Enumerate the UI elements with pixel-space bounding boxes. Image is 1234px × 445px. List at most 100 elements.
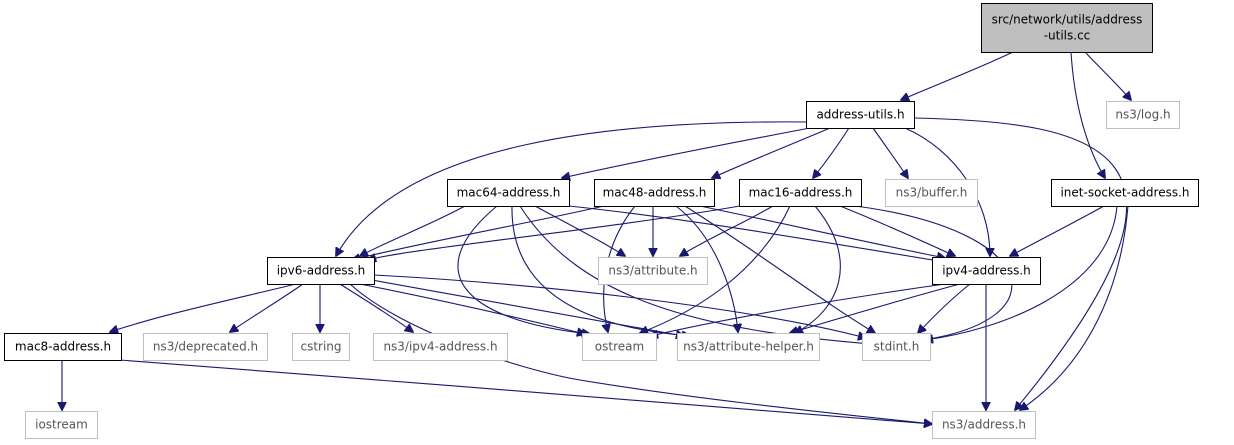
node-label-ostream: ostream [595, 340, 644, 354]
node-box-ns3-attribute-helper-h [677, 333, 820, 361]
node-ns3-attribute-h: ns3/attribute.h [598, 257, 708, 285]
node-label-stdint-h: stdint.h [874, 340, 920, 354]
node-ostream: ostream [582, 333, 657, 361]
edge-address-utils-h-to-ns3-address-h [913, 117, 1127, 410]
edge-mac48-address-h-to-ipv6-address-h [352, 205, 605, 260]
node-box-ns3-attribute-h [598, 257, 708, 285]
nodes-layer: src/network/utils/address -utils.cc addres… [4, 3, 1199, 439]
edge-address-utils-h-to-mac16-address-h [813, 127, 850, 178]
node-label-ns3-deprecated-h: ns3/deprecated.h [153, 340, 258, 354]
edge-mac48-address-h-to-stdint-h [684, 205, 875, 333]
node-box-mac8-address-h [4, 333, 122, 361]
node-root[interactable]: src/network/utils/address -utils.cc [981, 3, 1153, 53]
node-box-stdint-h [862, 333, 931, 361]
node-box-ns3-ipv4-address-h [373, 333, 508, 361]
edge-root-to-address-utils-h [901, 51, 1014, 100]
edge-ipv4-address-h-to-stdint-h [918, 283, 971, 333]
edge-mac8-address-h-to-ns3-address-h [119, 359, 932, 424]
node-label-inet-socket-address-h: inet-socket-address.h [1060, 186, 1189, 200]
node-box-ipv4-address-h [932, 257, 1041, 285]
node-box-iostream [25, 411, 98, 439]
node-label-root-line-1: src/network/utils/address [992, 13, 1143, 27]
node-box-inet-socket-address-h [1051, 179, 1199, 207]
node-label-mac16-address-h: mac16-address.h [749, 186, 853, 200]
node-cstring: cstring [292, 333, 350, 361]
edge-ipv6-address-h-to-mac8-address-h [110, 283, 297, 332]
edge-mac16-address-h-to-ostream [640, 205, 791, 333]
node-inet-socket-address-h[interactable]: inet-socket-address.h [1051, 179, 1199, 207]
node-label-mac8-address-h: mac8-address.h [15, 340, 111, 354]
edge-mac16-address-h-to-ipv4-address-h [839, 205, 955, 256]
node-box-ns3-deprecated-h [143, 333, 268, 361]
node-ipv6-address-h[interactable]: ipv6-address.h [267, 257, 375, 285]
node-label-ipv6-address-h: ipv6-address.h [277, 264, 366, 278]
node-box-ns3-address-h [932, 411, 1036, 439]
edge-mac16-address-h-to-ns3-attribute-h [680, 205, 774, 256]
edge-ipv6-address-h-to-ns3-address-h [349, 283, 932, 424]
node-box-mac48-address-h [594, 179, 715, 207]
edge-ipv6-address-h-to-ostream [359, 283, 585, 334]
edge-mac16-address-h-to-ipv6-address-h [368, 205, 741, 260]
node-box-ipv6-address-h [267, 257, 375, 285]
edge-ipv6-address-h-to-stdint-h [373, 274, 866, 338]
node-mac64-address-h[interactable]: mac64-address.h [447, 179, 570, 207]
edge-root-to-ns3-log-h [1084, 51, 1131, 100]
node-mac16-address-h[interactable]: mac16-address.h [739, 179, 862, 207]
edges-layer [62, 51, 1131, 424]
node-ns3-attribute-helper-h: ns3/attribute-helper.h [677, 333, 820, 361]
node-box-ns3-log-h [1106, 101, 1180, 129]
node-label-mac64-address-h: mac64-address.h [457, 186, 561, 200]
edge-ipv6-address-h-to-ns3-deprecated-h [230, 283, 304, 332]
node-ipv4-address-h[interactable]: ipv4-address.h [932, 257, 1041, 285]
node-label-ipv4-address-h: ipv4-address.h [942, 264, 1031, 278]
edge-mac48-address-h-to-ipv4-address-h [699, 205, 945, 258]
node-ns3-buffer-h: ns3/buffer.h [885, 179, 978, 207]
node-label-ns3-log-h: ns3/log.h [1115, 108, 1170, 122]
node-box-address-utils-h [806, 101, 915, 129]
node-box-ostream [582, 333, 657, 361]
node-label-ns3-ipv4-address-h: ns3/ipv4-address.h [383, 340, 497, 354]
edge-mac64-address-h-to-ipv6-address-h [360, 205, 466, 256]
node-mac8-address-h[interactable]: mac8-address.h [4, 333, 122, 361]
node-box-mac64-address-h [447, 179, 570, 207]
node-stdint-h: stdint.h [862, 333, 931, 361]
node-mac48-address-h[interactable]: mac48-address.h [594, 179, 715, 207]
node-ns3-deprecated-h: ns3/deprecated.h [143, 333, 268, 361]
edge-inet-socket-address-h-to-ipv4-address-h [1010, 205, 1105, 256]
node-label-ns3-address-h: ns3/address.h [942, 418, 1026, 432]
node-ns3-log-h: ns3/log.h [1106, 101, 1180, 129]
node-box-ns3-buffer-h [885, 179, 978, 207]
edge-mac64-address-h-to-ns3-attribute-h [534, 205, 625, 256]
node-label-ns3-attribute-helper-h: ns3/attribute-helper.h [683, 340, 814, 354]
node-ns3-ipv4-address-h: ns3/ipv4-address.h [373, 333, 508, 361]
node-label-cstring: cstring [300, 340, 341, 354]
node-box-root [981, 3, 1153, 53]
node-label-mac48-address-h: mac48-address.h [603, 186, 707, 200]
edge-ipv6-address-h-to-ns3-attribute-helper-h [371, 279, 684, 336]
edge-mac48-address-h-to-ns3-attribute-helper-h [675, 205, 738, 332]
node-box-cstring [292, 333, 350, 361]
edge-ipv4-address-h-to-ns3-attribute-helper-h [790, 283, 961, 333]
edge-root-to-inet-socket-address-h [1070, 51, 1105, 178]
edge-address-utils-h-to-ipv6-address-h [336, 121, 811, 256]
edge-address-utils-h-to-ns3-buffer-h [872, 127, 908, 178]
edge-ipv6-address-h-to-ns3-ipv4-address-h [339, 283, 413, 332]
edge-mac64-address-h-to-ostream [457, 205, 590, 334]
node-address-utils-h[interactable]: address-utils.h [806, 101, 915, 129]
node-label-address-utils-h: address-utils.h [816, 108, 904, 122]
node-label-ns3-buffer-h: ns3/buffer.h [896, 186, 968, 200]
node-iostream: iostream [25, 411, 98, 439]
edge-ipv4-address-h-to-ostream [650, 283, 946, 336]
edge-mac16-address-h-to-ns3-attribute-helper-h [795, 205, 841, 333]
edge-address-utils-h-to-mac64-address-h [562, 127, 811, 178]
node-label-ns3-attribute-h: ns3/attribute.h [608, 264, 697, 278]
node-label-iostream: iostream [35, 418, 88, 432]
edge-inet-socket-address-h-to-ns3-address-h [1020, 205, 1129, 410]
node-label-root-line-2: -utils.cc [1044, 29, 1091, 43]
node-ns3-address-h: ns3/address.h [932, 411, 1036, 439]
edge-mac64-address-h-to-ipv4-address-h [568, 205, 945, 262]
edge-address-utils-h-to-mac48-address-h [712, 127, 831, 178]
node-box-mac16-address-h [739, 179, 862, 207]
edge-inet-socket-address-h-to-stdint-h [925, 205, 1118, 340]
